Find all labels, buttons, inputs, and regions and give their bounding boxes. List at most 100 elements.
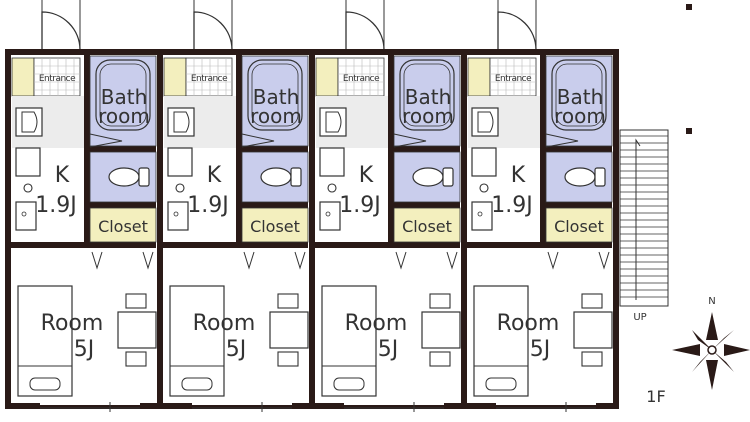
- sink-drain-icon: [477, 211, 483, 217]
- kitchen-size: 1.9J: [35, 193, 76, 218]
- compass-needle-south: [706, 360, 718, 390]
- washbasin-icon: [319, 107, 347, 137]
- chair-icon: [429, 293, 451, 309]
- toilet-icon: [260, 167, 292, 187]
- bathroom-label: room: [554, 104, 606, 128]
- interior-wall: [84, 146, 156, 152]
- kitchen-label: K: [207, 163, 222, 188]
- chair-icon: [581, 293, 603, 309]
- room-label: Room: [41, 311, 104, 336]
- closet-door-icon: [395, 251, 407, 270]
- washbasin-bowl-icon: [325, 111, 342, 133]
- bed-icon: [169, 285, 225, 397]
- entrance-label: Entrance: [191, 74, 228, 84]
- toilet-tank-icon: [594, 167, 606, 187]
- compass-north-label: N: [708, 296, 715, 307]
- toilet-tank-icon: [138, 167, 150, 187]
- entrance-tile-grid: [490, 58, 536, 96]
- closet-label: Closet: [250, 217, 300, 236]
- entrance-tile-grid: [338, 58, 384, 96]
- closet-door-icon: [598, 251, 610, 270]
- entrance-tiles: [185, 57, 233, 97]
- compass-diagonal: [692, 350, 712, 372]
- closet-door-icon: [142, 251, 154, 270]
- entrance-strip: [315, 57, 339, 97]
- kitchen-size: 1.9J: [491, 193, 532, 218]
- washbasin-bowl-icon: [173, 111, 190, 133]
- bed-icon: [17, 285, 73, 397]
- interior-wall: [84, 202, 156, 208]
- bath-door-icon: [393, 133, 427, 148]
- closet: [545, 207, 613, 243]
- fridge-icon: [15, 147, 41, 177]
- closet-door-icon: [294, 251, 306, 270]
- bathroom-label: Bath: [101, 85, 148, 109]
- compass-diagonal: [692, 330, 712, 350]
- toilet-icon: [564, 167, 596, 187]
- corner-marker: [686, 4, 692, 10]
- table-icon: [117, 311, 157, 349]
- stairs-up-label: UP: [633, 312, 646, 323]
- toilet-tank-icon: [442, 167, 454, 187]
- closet-label: Closet: [402, 217, 452, 236]
- entrance-tiles: [489, 57, 537, 97]
- bathroom-label: room: [402, 104, 454, 128]
- stove-icon: [175, 183, 185, 193]
- room-size: 5J: [74, 337, 95, 362]
- kitchen-label: K: [511, 163, 526, 188]
- washbasin-icon: [471, 107, 499, 137]
- compass-needle-east: [724, 344, 750, 356]
- kitchen-size: 1.9J: [187, 193, 228, 218]
- door-swing: [41, 11, 81, 52]
- bed-icon: [321, 285, 377, 397]
- entrance-strip: [11, 57, 35, 97]
- closet-door-icon: [91, 251, 103, 270]
- chair-icon: [429, 351, 451, 367]
- sink-drain-icon: [325, 211, 331, 217]
- chair-icon: [277, 351, 299, 367]
- sink-icon: [167, 201, 189, 231]
- pillow-icon: [333, 377, 365, 391]
- fridge-icon: [319, 147, 345, 177]
- closet-door-icon: [446, 251, 458, 270]
- interior-wall: [540, 202, 612, 208]
- bathtub-icon: [247, 59, 303, 131]
- bath-door-icon: [89, 133, 123, 148]
- entrance-label: Entrance: [495, 74, 532, 84]
- toilet-icon: [412, 167, 444, 187]
- bathroom-label: Bath: [405, 85, 452, 109]
- door-swing: [345, 11, 385, 52]
- kitchen-size: 1.9J: [339, 193, 380, 218]
- washbasin-bowl-icon: [21, 111, 38, 133]
- stair-arrow: [635, 138, 641, 300]
- interior-wall: [388, 202, 460, 208]
- room-label: Room: [193, 311, 256, 336]
- chair-icon: [125, 293, 147, 309]
- sink-icon: [471, 201, 493, 231]
- bathtub-icon-inner: [555, 63, 603, 127]
- unit: Entrance Bath room Closet K 1.9J: [5, 0, 163, 412]
- bathtub-icon-inner: [403, 63, 451, 127]
- fridge-icon: [471, 147, 497, 177]
- bathroom-label: Bath: [557, 85, 604, 109]
- pillow-icon: [485, 377, 517, 391]
- interior-wall: [540, 146, 612, 152]
- pillow-icon: [29, 377, 61, 391]
- sink-drain-icon: [21, 211, 27, 217]
- interior-wall: [236, 202, 308, 208]
- table-icon: [421, 311, 461, 349]
- interior-wall: [236, 146, 308, 152]
- interior-wall: [10, 242, 156, 248]
- stair-block: [619, 129, 669, 307]
- room-size: 5J: [226, 337, 247, 362]
- unit: Entrance Bath room Closet K 1.9J: [309, 0, 467, 412]
- bathtub-icon: [399, 59, 455, 131]
- table-icon: [573, 311, 613, 349]
- bed-icon: [473, 285, 529, 397]
- entrance-tile-grid: [186, 58, 232, 96]
- compass-diagonal: [712, 350, 734, 372]
- closet-label: Closet: [98, 217, 148, 236]
- closet: [241, 207, 309, 243]
- sink-drain-icon: [173, 211, 179, 217]
